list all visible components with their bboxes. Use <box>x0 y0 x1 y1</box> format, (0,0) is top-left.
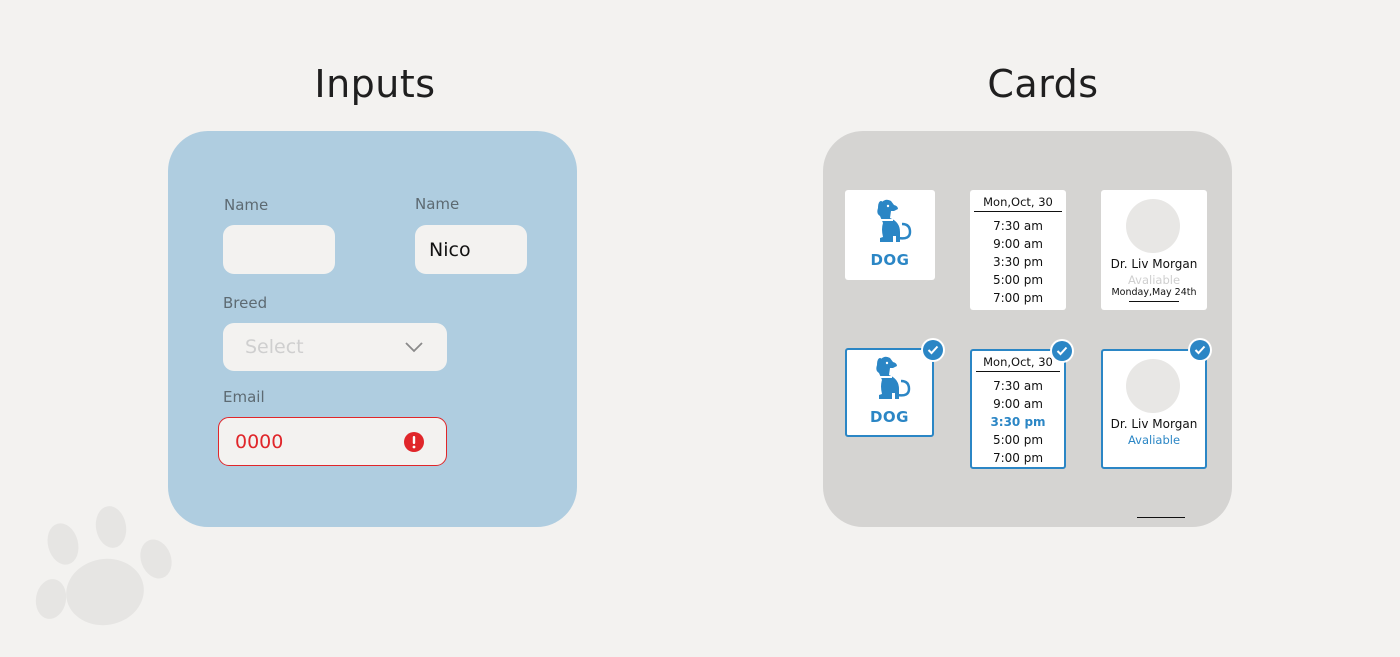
doctor-name: Dr. Liv Morgan <box>1110 417 1198 431</box>
chevron-down-icon <box>405 341 423 352</box>
inputs-section-title: Inputs <box>314 62 436 106</box>
pet-card[interactable]: DOG <box>845 190 935 280</box>
check-icon <box>1190 340 1210 360</box>
divider <box>1137 517 1185 518</box>
cards-section-title: Cards <box>987 62 1099 106</box>
doctor-date: Monday,May 24th <box>1111 287 1197 298</box>
divider <box>1129 301 1179 302</box>
doctor-card-selected[interactable]: Dr. Liv Morgan Avaliable <box>1101 349 1207 469</box>
schedule-card[interactable]: Mon,Oct, 30 7:30 am 9:00 am 3:30 pm 5:00… <box>970 190 1066 310</box>
time-slot[interactable]: 3:30 pm <box>992 255 1044 269</box>
time-slot[interactable]: 5:00 pm <box>992 273 1044 287</box>
email-label: Email <box>223 388 265 406</box>
pet-card-selected[interactable]: DOG <box>845 348 934 437</box>
time-slot[interactable]: 7:00 pm <box>992 451 1044 465</box>
name-input-empty[interactable] <box>223 225 335 274</box>
time-slot[interactable]: 7:30 am <box>993 379 1043 393</box>
doctor-name: Dr. Liv Morgan <box>1110 257 1198 271</box>
schedule-card-selected[interactable]: Mon,Oct, 30 7:30 am 9:00 am 3:30 pm 5:00… <box>970 349 1066 469</box>
name-label-filled: Name <box>415 195 460 213</box>
breed-select[interactable]: Select <box>223 323 447 371</box>
time-slot[interactable]: 5:00 pm <box>992 433 1044 447</box>
error-icon <box>404 431 424 452</box>
pet-card-label: DOG <box>870 251 910 269</box>
paw-print-icon <box>35 506 172 626</box>
breed-select-placeholder: Select <box>245 336 304 358</box>
email-field[interactable] <box>218 417 447 466</box>
schedule-date: Mon,Oct, 30 <box>974 195 1062 212</box>
email-input[interactable] <box>235 430 375 453</box>
time-slot[interactable]: 7:00 pm <box>992 291 1044 305</box>
schedule-date: Mon,Oct, 30 <box>976 355 1060 372</box>
time-slot-selected[interactable]: 3:30 pm <box>990 415 1046 429</box>
time-slot[interactable]: 9:00 am <box>993 237 1043 251</box>
check-icon <box>923 340 943 360</box>
dog-icon <box>876 356 911 399</box>
time-slot[interactable]: 7:30 am <box>993 219 1043 233</box>
dog-icon <box>877 199 912 242</box>
pet-card-label: DOG <box>869 408 909 426</box>
time-slot[interactable]: 9:00 am <box>993 397 1043 411</box>
avatar <box>1126 199 1180 253</box>
breed-label: Breed <box>223 294 268 312</box>
doctor-card[interactable]: Dr. Liv Morgan Avaliable Monday,May 24th <box>1101 190 1207 310</box>
time-slot-list: 7:30 am 9:00 am 3:30 pm 5:00 pm 7:00 pm <box>970 217 1066 307</box>
doctor-status: Avaliable <box>1127 433 1181 447</box>
doctor-status: Avaliable <box>1127 273 1181 287</box>
name-label-empty: Name <box>224 196 269 214</box>
inputs-panel: Name Name Breed Select Email <box>168 131 577 527</box>
cards-panel: DOG Mon,Oct, 30 7:30 am 9:00 am 3:30 pm … <box>823 131 1232 527</box>
check-icon <box>1052 341 1072 361</box>
name-input-filled[interactable] <box>415 225 527 274</box>
time-slot-list: 7:30 am 9:00 am 3:30 pm 5:00 pm 7:00 pm <box>972 377 1064 467</box>
avatar <box>1126 359 1180 413</box>
